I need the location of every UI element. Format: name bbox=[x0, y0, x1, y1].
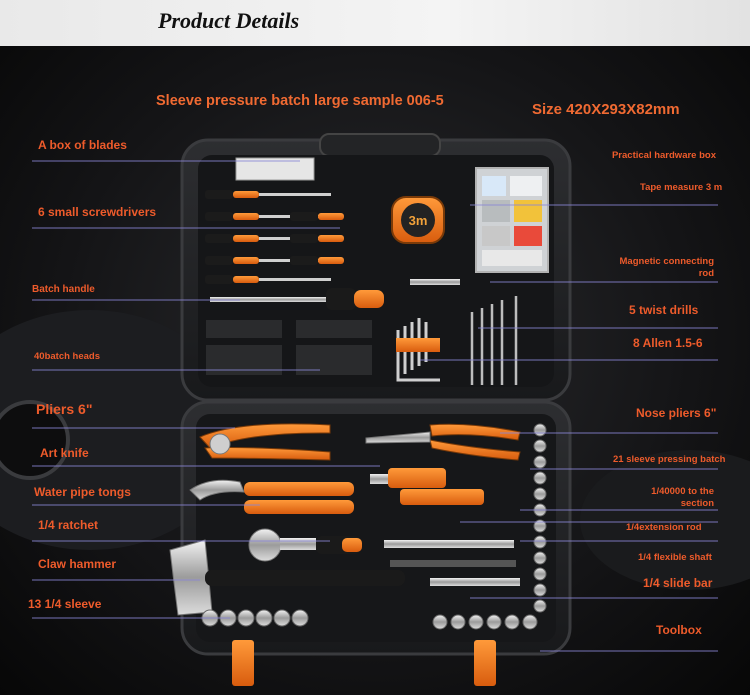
ratchet bbox=[248, 528, 362, 562]
twist-drills bbox=[470, 296, 518, 385]
label-tape-measure: Tape measure 3 m bbox=[640, 182, 723, 193]
header-bar bbox=[0, 0, 750, 46]
label-screwdrivers: 6 small screwdrivers bbox=[38, 205, 157, 219]
art-knife bbox=[370, 468, 484, 505]
lid-tray bbox=[198, 155, 554, 387]
label-art-knife: Art knife bbox=[40, 446, 89, 460]
screwdriver bbox=[290, 234, 344, 243]
label-section: 1/40000 to the section bbox=[651, 486, 714, 509]
slide-bar bbox=[430, 578, 520, 586]
magnetic-rod bbox=[410, 279, 460, 285]
label-hardware-box: Practical hardware box bbox=[611, 150, 716, 161]
label-batch-handle: Batch handle bbox=[32, 284, 95, 295]
claw-hammer bbox=[169, 539, 405, 616]
extension-rod bbox=[384, 540, 514, 548]
label-magnetic-rod: Magnetic connecting rod bbox=[619, 256, 714, 279]
label-extension-rod: 1/4extension rod bbox=[626, 522, 702, 533]
bits-left bbox=[206, 320, 282, 375]
label-nose-pliers: Nose pliers 6" bbox=[636, 406, 717, 420]
label-allen-keys: 8 Allen 1.5-6 bbox=[633, 336, 703, 350]
latch bbox=[232, 640, 254, 686]
tape-measure: 3m bbox=[391, 196, 445, 244]
product-photo: 3m bbox=[0, 46, 750, 695]
blades-box bbox=[235, 157, 315, 181]
label-sleeve: 13 1/4 sleeve bbox=[28, 597, 102, 611]
label-batch-heads: 40batch heads bbox=[34, 351, 100, 362]
label-toolbox: Toolbox bbox=[656, 623, 702, 637]
bits-right bbox=[296, 320, 372, 375]
tape-mark: 3m bbox=[409, 213, 428, 228]
label-pliers: Pliers 6" bbox=[36, 401, 93, 417]
nose-pliers bbox=[365, 423, 521, 461]
screwdrivers bbox=[205, 190, 344, 284]
label-sleeve-batch: 21 sleeve pressing batch bbox=[613, 454, 726, 465]
label-claw-hammer: Claw hammer bbox=[38, 557, 117, 571]
label-blades: A box of blades bbox=[38, 138, 127, 152]
label-ratchet: 1/4 ratchet bbox=[38, 518, 99, 532]
flexible-shaft bbox=[390, 560, 516, 567]
page-title: Product Details bbox=[158, 8, 300, 33]
subtitle: Sleeve pressure batch large sample 006-5 bbox=[156, 93, 444, 109]
car-silhouette bbox=[580, 450, 750, 590]
car-wheel bbox=[0, 400, 70, 480]
screwdriver bbox=[205, 275, 331, 284]
sockets-bottom bbox=[201, 609, 538, 630]
label-water-pipe-tongs: Water pipe tongs bbox=[34, 485, 131, 499]
label-flexible-shaft: 1/4 flexible shaft bbox=[638, 552, 712, 563]
lid-handle bbox=[319, 133, 441, 157]
latch bbox=[474, 640, 496, 686]
leader-lines bbox=[32, 160, 718, 652]
allen-holder bbox=[396, 338, 440, 352]
batch-handle bbox=[210, 288, 384, 310]
toolbox-illustration: 3m bbox=[0, 133, 750, 686]
size-label: Size 420X293X82mm bbox=[532, 101, 680, 118]
hardware-box bbox=[475, 167, 549, 273]
water-pipe-tongs bbox=[189, 479, 354, 514]
label-twist-drills: 5 twist drills bbox=[629, 303, 699, 317]
label-slide-bar: 1/4 slide bar bbox=[643, 576, 713, 590]
screwdriver bbox=[290, 212, 344, 221]
screwdriver bbox=[205, 190, 331, 199]
screwdriver bbox=[290, 256, 344, 265]
pliers bbox=[199, 423, 331, 461]
